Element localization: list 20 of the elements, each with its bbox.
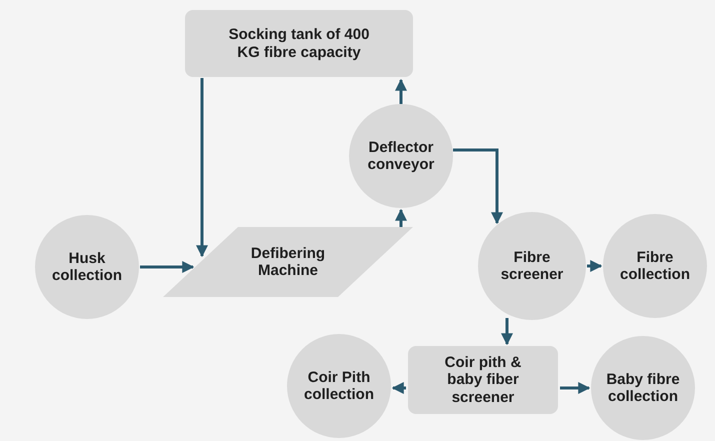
arrow [395, 208, 407, 227]
screener-box [408, 346, 558, 414]
arrow [392, 382, 406, 394]
arrow [453, 148, 503, 224]
node-label: Fibre screener [500, 248, 564, 284]
node-label: Husk collection [50, 250, 123, 284]
arrow [560, 382, 590, 394]
node-label: Defibering Machine [250, 244, 326, 280]
arrow [587, 260, 602, 272]
arrow [196, 78, 208, 258]
node-label: Deflector conveyor [366, 138, 436, 174]
node-label: Socking tank of 400 KG fibre capacity [228, 26, 370, 61]
node-label: Coir Pith collection [302, 368, 375, 404]
node-label: Fibre collection [618, 248, 691, 284]
arrow [395, 78, 407, 104]
node-label: Baby fibre collection [605, 370, 681, 406]
arrow [140, 261, 194, 273]
arrow [501, 318, 513, 346]
tank-box [185, 10, 413, 77]
node-label: Coir pith & baby fiber screener [444, 354, 522, 406]
